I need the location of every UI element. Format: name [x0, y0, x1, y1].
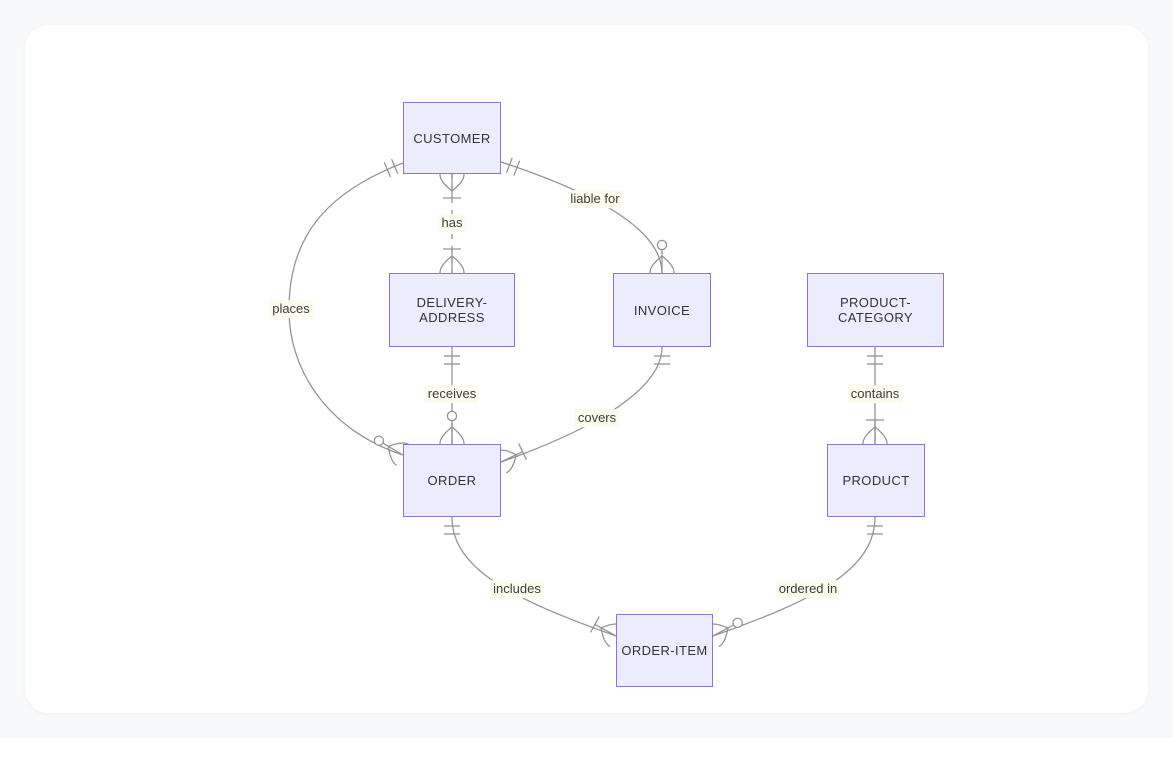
- entity-delivery-address-label: DELIVERY-ADDRESS: [416, 295, 488, 325]
- cardinality-one-or-more-marker-covers: [505, 454, 517, 474]
- entity-order-label: ORDER: [427, 473, 477, 488]
- relationship-line-liable-for: [500, 161, 663, 274]
- entity-invoice: INVOICE: [613, 273, 711, 347]
- cardinality-one-or-more-marker-contains: [862, 426, 876, 445]
- cardinality-zero-or-more-marker-liable-for: [656, 239, 668, 251]
- entity-customer: CUSTOMER: [403, 102, 501, 174]
- relationship-line-includes: [451, 516, 617, 637]
- cardinality-zero-or-more-marker-receives: [439, 426, 453, 445]
- entity-product: PRODUCT: [827, 444, 925, 517]
- page-background: CUSTOMER DELIVERY-ADDRESS INVOICE PRODUC…: [25, 25, 1148, 713]
- relationship-label-has: has: [438, 214, 466, 232]
- cardinality-one-or-more-marker-covers: [500, 451, 523, 463]
- entity-product-category: PRODUCT-CATEGORY: [807, 273, 944, 347]
- er-diagram-canvas: [288, 157, 888, 648]
- relationship-label-includes: includes: [490, 580, 544, 598]
- cardinality-zero-or-more-marker-places: [373, 435, 385, 446]
- entity-customer-label: CUSTOMER: [413, 130, 491, 146]
- entity-order-item-label: ORDER-ITEM: [621, 643, 708, 658]
- cardinality-zero-or-more-marker-receives: [451, 426, 465, 445]
- cardinality-one-or-more-marker-includes: [600, 627, 611, 648]
- cardinality-zero-or-more-marker-ordered-in: [718, 627, 729, 648]
- entity-order-item: ORDER-ITEM: [616, 614, 713, 687]
- relationship-label-places: places: [269, 300, 313, 318]
- entity-order: ORDER: [403, 444, 501, 517]
- entity-product-label: PRODUCT: [842, 473, 910, 488]
- relationship-label-ordered-in: ordered in: [775, 580, 841, 598]
- cardinality-one-or-more-marker-includes: [589, 616, 600, 633]
- relationship-line-covers: [500, 346, 663, 463]
- cardinality-exactly-one-marker-places: [391, 158, 399, 175]
- entity-delivery-address: DELIVERY-ADDRESS: [389, 273, 515, 347]
- entity-product-category-label: PRODUCT-CATEGORY: [838, 295, 913, 325]
- cardinality-one-or-more-marker-covers: [518, 443, 528, 461]
- cardinality-one-or-more-marker-has: [451, 255, 465, 274]
- cardinality-zero-or-more-marker-liable-for: [649, 255, 663, 274]
- cardinality-exactly-one-marker-liable-for: [513, 160, 521, 176]
- cardinality-zero-or-more-marker-ordered-in: [732, 617, 743, 629]
- cardinality-exactly-one-marker-liable-for: [505, 157, 513, 173]
- cardinality-one-or-more-marker-includes: [594, 623, 617, 637]
- cardinality-one-or-more-marker-contains: [874, 426, 888, 445]
- cardinality-zero-or-more-marker-ordered-in: [712, 624, 734, 637]
- cardinality-zero-or-more-marker-places: [387, 446, 398, 466]
- cardinality-zero-or-more-marker-places: [382, 442, 404, 456]
- cardinality-one-or-more-marker-has: [439, 255, 453, 274]
- cardinality-one-or-more-marker-has: [439, 173, 453, 192]
- relationship-label-liable-for: liable for: [567, 190, 623, 208]
- cardinality-exactly-one-marker-places: [383, 162, 392, 178]
- diagram-card: CUSTOMER DELIVERY-ADDRESS INVOICE PRODUC…: [25, 25, 1148, 713]
- cardinality-zero-or-more-marker-receives: [446, 410, 458, 422]
- relationship-label-receives: receives: [424, 385, 480, 403]
- relationship-label-covers: covers: [574, 409, 620, 427]
- cardinality-zero-or-more-marker-liable-for: [661, 255, 675, 274]
- entity-invoice-label: INVOICE: [633, 302, 691, 318]
- relationship-label-contains: contains: [847, 385, 903, 403]
- cardinality-one-or-more-marker-has: [451, 173, 465, 192]
